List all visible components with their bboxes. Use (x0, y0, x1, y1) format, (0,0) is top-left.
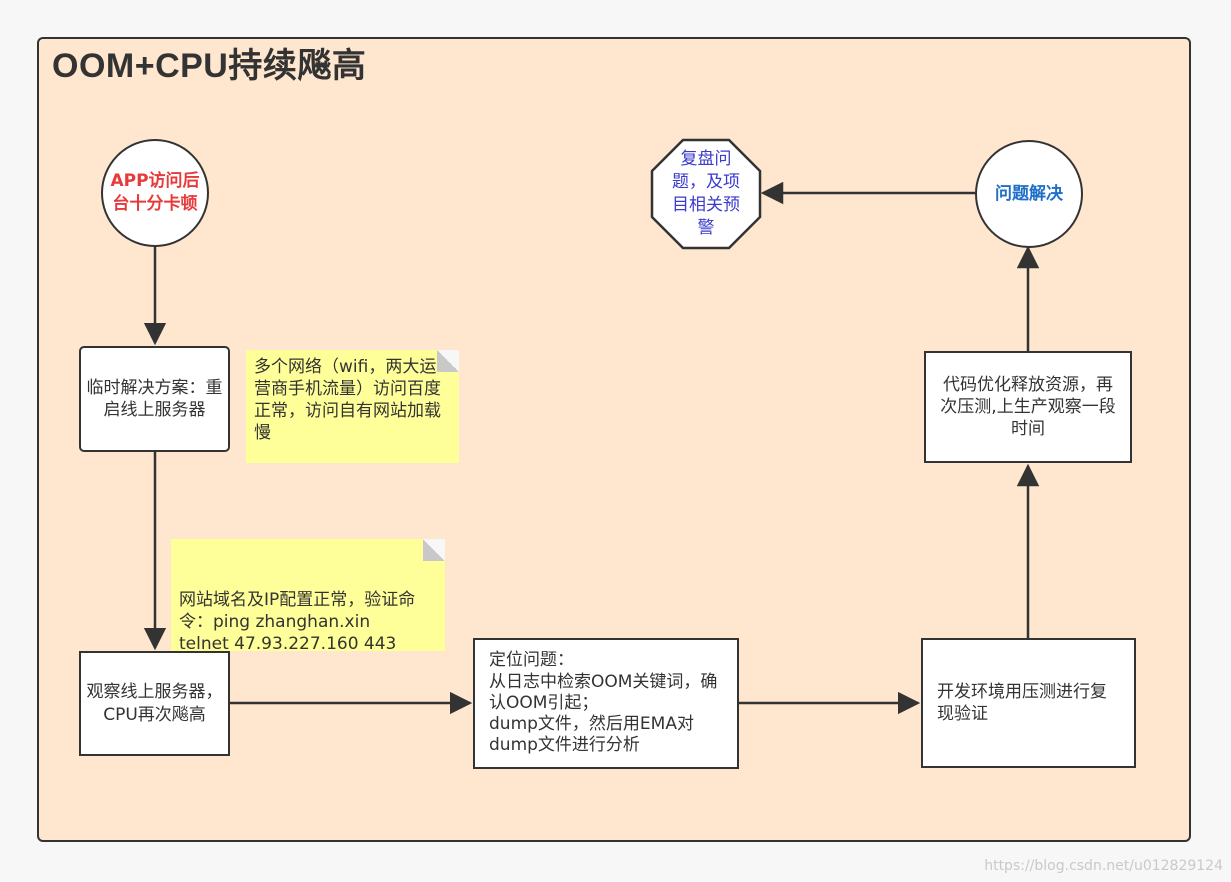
node-reproduce: 开发环境用压测进行复现验证 (921, 638, 1136, 768)
node-review-label: 复盘问题，及项目相关预警 (672, 149, 740, 238)
node-observe: 观察线上服务器，CPU再次飚高 (79, 651, 230, 756)
note-fold-icon (423, 539, 445, 561)
node-resolved-label: 问题解决 (995, 183, 1063, 204)
note-dns-text: 网站域名及IP配置正常，验证命令：ping zhanghan.xin telne… (179, 590, 416, 655)
node-locate-label: 定位问题： 从日志中检索OOM关键词，确认OOM引起； dump文件，然后用EM… (489, 650, 718, 756)
node-optimize-label: 代码优化释放资源，再次压测,上生产观察一段时间 (940, 374, 1116, 440)
octagon-shape (650, 138, 762, 250)
node-start: APP访问后台十分卡顿 (101, 139, 209, 247)
node-observe-label: 观察线上服务器，CPU再次飚高 (86, 682, 223, 725)
node-optimize: 代码优化释放资源，再次压测,上生产观察一段时间 (924, 351, 1132, 463)
watermark: https://blog.csdn.net/u012829124 (984, 858, 1223, 874)
node-resolved: 问题解决 (975, 140, 1083, 248)
node-review: 复盘问题，及项目相关预警 (650, 138, 762, 250)
node-temp-fix-label: 临时解决方案：重启线上服务器 (86, 377, 223, 420)
note-dns: 网站域名及IP配置正常，验证命令：ping zhanghan.xin telne… (171, 539, 445, 655)
note-network-text: 多个网络（wifi，两大运营商手机流量）访问百度正常，访问自有网站加载慢 (254, 357, 441, 444)
diagram-title: OOM+CPU持续飚高 (52, 47, 367, 85)
node-temp-fix: 临时解决方案：重启线上服务器 (79, 346, 230, 452)
node-start-label: APP访问后台十分卡顿 (110, 171, 200, 214)
note-fold-icon (437, 350, 459, 372)
node-reproduce-label: 开发环境用压测进行复现验证 (937, 681, 1107, 724)
node-locate: 定位问题： 从日志中检索OOM关键词，确认OOM引起； dump文件，然后用EM… (473, 638, 739, 769)
note-network: 多个网络（wifi，两大运营商手机流量）访问百度正常，访问自有网站加载慢 (246, 350, 459, 463)
